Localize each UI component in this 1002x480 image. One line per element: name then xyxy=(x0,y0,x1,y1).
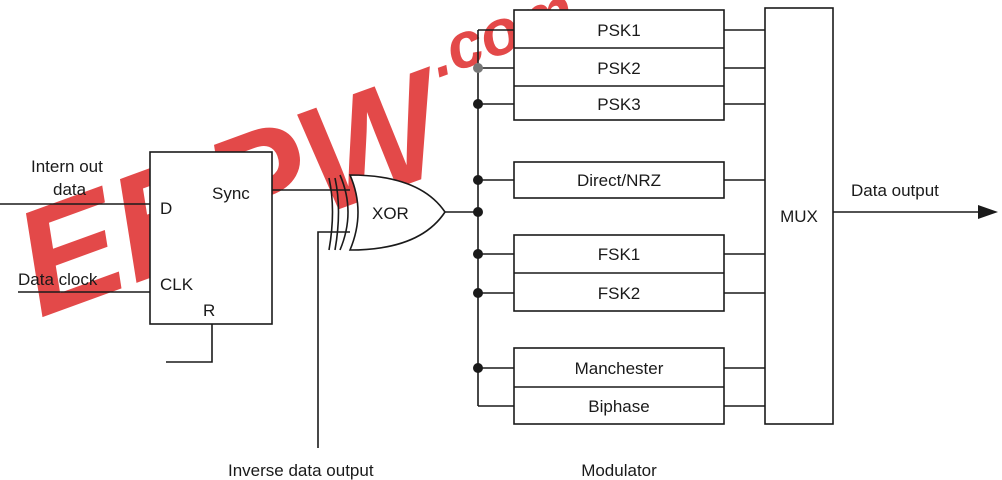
biphase-group-box xyxy=(513,347,725,425)
data-clock-label: Data clock xyxy=(18,270,98,289)
intern-data-label: data xyxy=(53,180,87,199)
pin-r-label: R xyxy=(203,301,215,320)
psk1-label: PSK1 xyxy=(597,21,640,40)
psk-group-box xyxy=(513,9,725,121)
modulator-blocks: PSK1 PSK2 PSK3 Direct/NRZ FSK1 FSK2 Manc… xyxy=(513,9,725,480)
junction-dot xyxy=(473,63,483,73)
line-break-mark-2 xyxy=(334,177,340,251)
fsk2-label: FSK2 xyxy=(598,284,641,303)
xor-body xyxy=(348,174,446,251)
intern-out-label: Intern out xyxy=(31,157,103,176)
mux-label: MUX xyxy=(780,207,818,226)
mux-input-lines xyxy=(724,29,765,407)
reset-line xyxy=(166,324,213,363)
distribution-bus xyxy=(473,29,514,407)
flip-flop-box xyxy=(149,151,273,325)
psk3-label: PSK3 xyxy=(597,95,640,114)
line-break-mark-1 xyxy=(328,177,334,251)
flip-flop: Intern out data Data clock D Sync CLK R xyxy=(0,151,273,363)
junction-dot xyxy=(473,99,483,109)
biphase-label: Biphase xyxy=(588,397,649,416)
pin-sync-label: Sync xyxy=(212,184,250,203)
pin-clk-label: CLK xyxy=(160,275,194,294)
modulator-caption: Modulator xyxy=(581,461,657,480)
data-output-label: Data output xyxy=(851,181,939,200)
junction-dot xyxy=(473,363,483,373)
junction-dot xyxy=(473,175,483,185)
junction-dot xyxy=(473,249,483,259)
inverse-data-output-label: Inverse data output xyxy=(228,461,374,480)
junction-dot xyxy=(473,207,483,217)
mux: MUX xyxy=(764,7,834,425)
manchester-label: Manchester xyxy=(575,359,664,378)
xor-input-arc xyxy=(339,174,349,251)
pin-d-label: D xyxy=(160,199,172,218)
xor-label: XOR xyxy=(372,204,409,223)
data-output: Data output xyxy=(833,181,998,219)
direct-nrz-box xyxy=(513,161,725,199)
direct-nrz-label: Direct/NRZ xyxy=(577,171,661,190)
psk2-label: PSK2 xyxy=(597,59,640,78)
fsk1-label: FSK1 xyxy=(598,245,641,264)
output-arrow-icon xyxy=(978,205,998,219)
junction-dot xyxy=(473,288,483,298)
inverse-data-line xyxy=(317,231,350,448)
xor-gate: XOR xyxy=(339,174,446,251)
mux-box xyxy=(764,7,834,425)
